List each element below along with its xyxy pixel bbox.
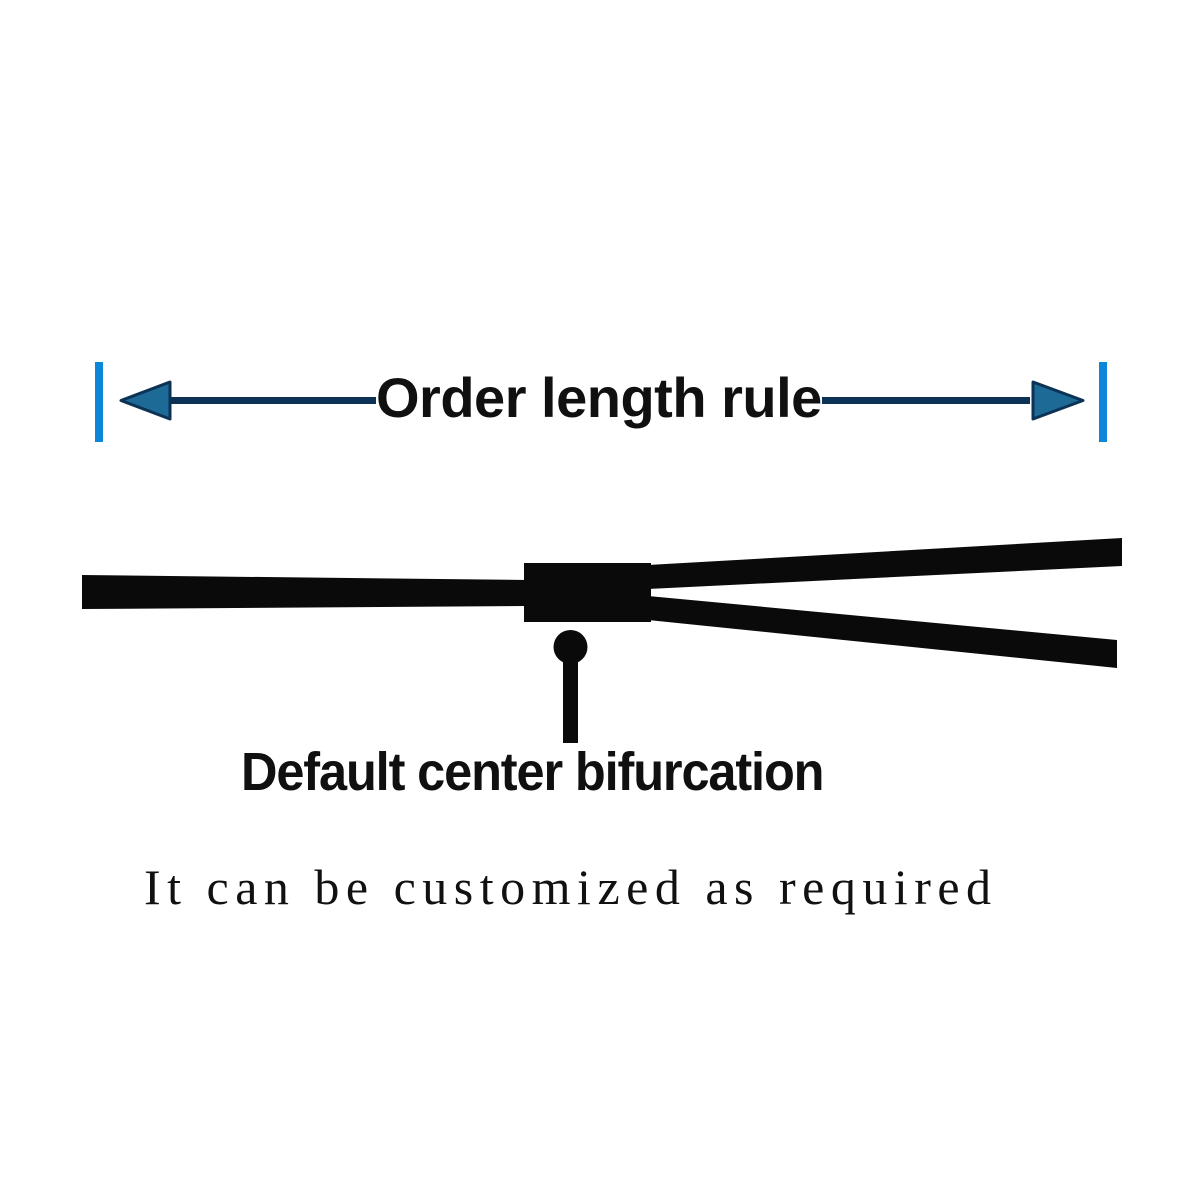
branch-cable-lower <box>648 596 1117 668</box>
right-extension-tick <box>1099 362 1107 442</box>
left-extension-tick <box>95 362 103 442</box>
left-dimension-line <box>160 397 376 404</box>
splitter-block <box>524 563 651 622</box>
customization-note: It can be customized as required <box>144 859 998 915</box>
callout-leader <box>553 630 588 743</box>
callout-leader-line <box>563 645 578 743</box>
left-arrowhead-icon <box>119 380 172 421</box>
right-dimension-line <box>822 397 1030 404</box>
main-cable-trunk <box>82 575 527 609</box>
right-arrowhead-icon <box>1031 380 1085 421</box>
bifurcation-point-marker <box>553 630 588 664</box>
dimension-annotation <box>95 362 1107 442</box>
dimension-label: Order length rule <box>376 366 822 429</box>
split-cable-illustration <box>82 538 1122 668</box>
branch-cable-upper <box>648 538 1122 589</box>
callout-label: Default center bifurcation <box>241 742 825 802</box>
